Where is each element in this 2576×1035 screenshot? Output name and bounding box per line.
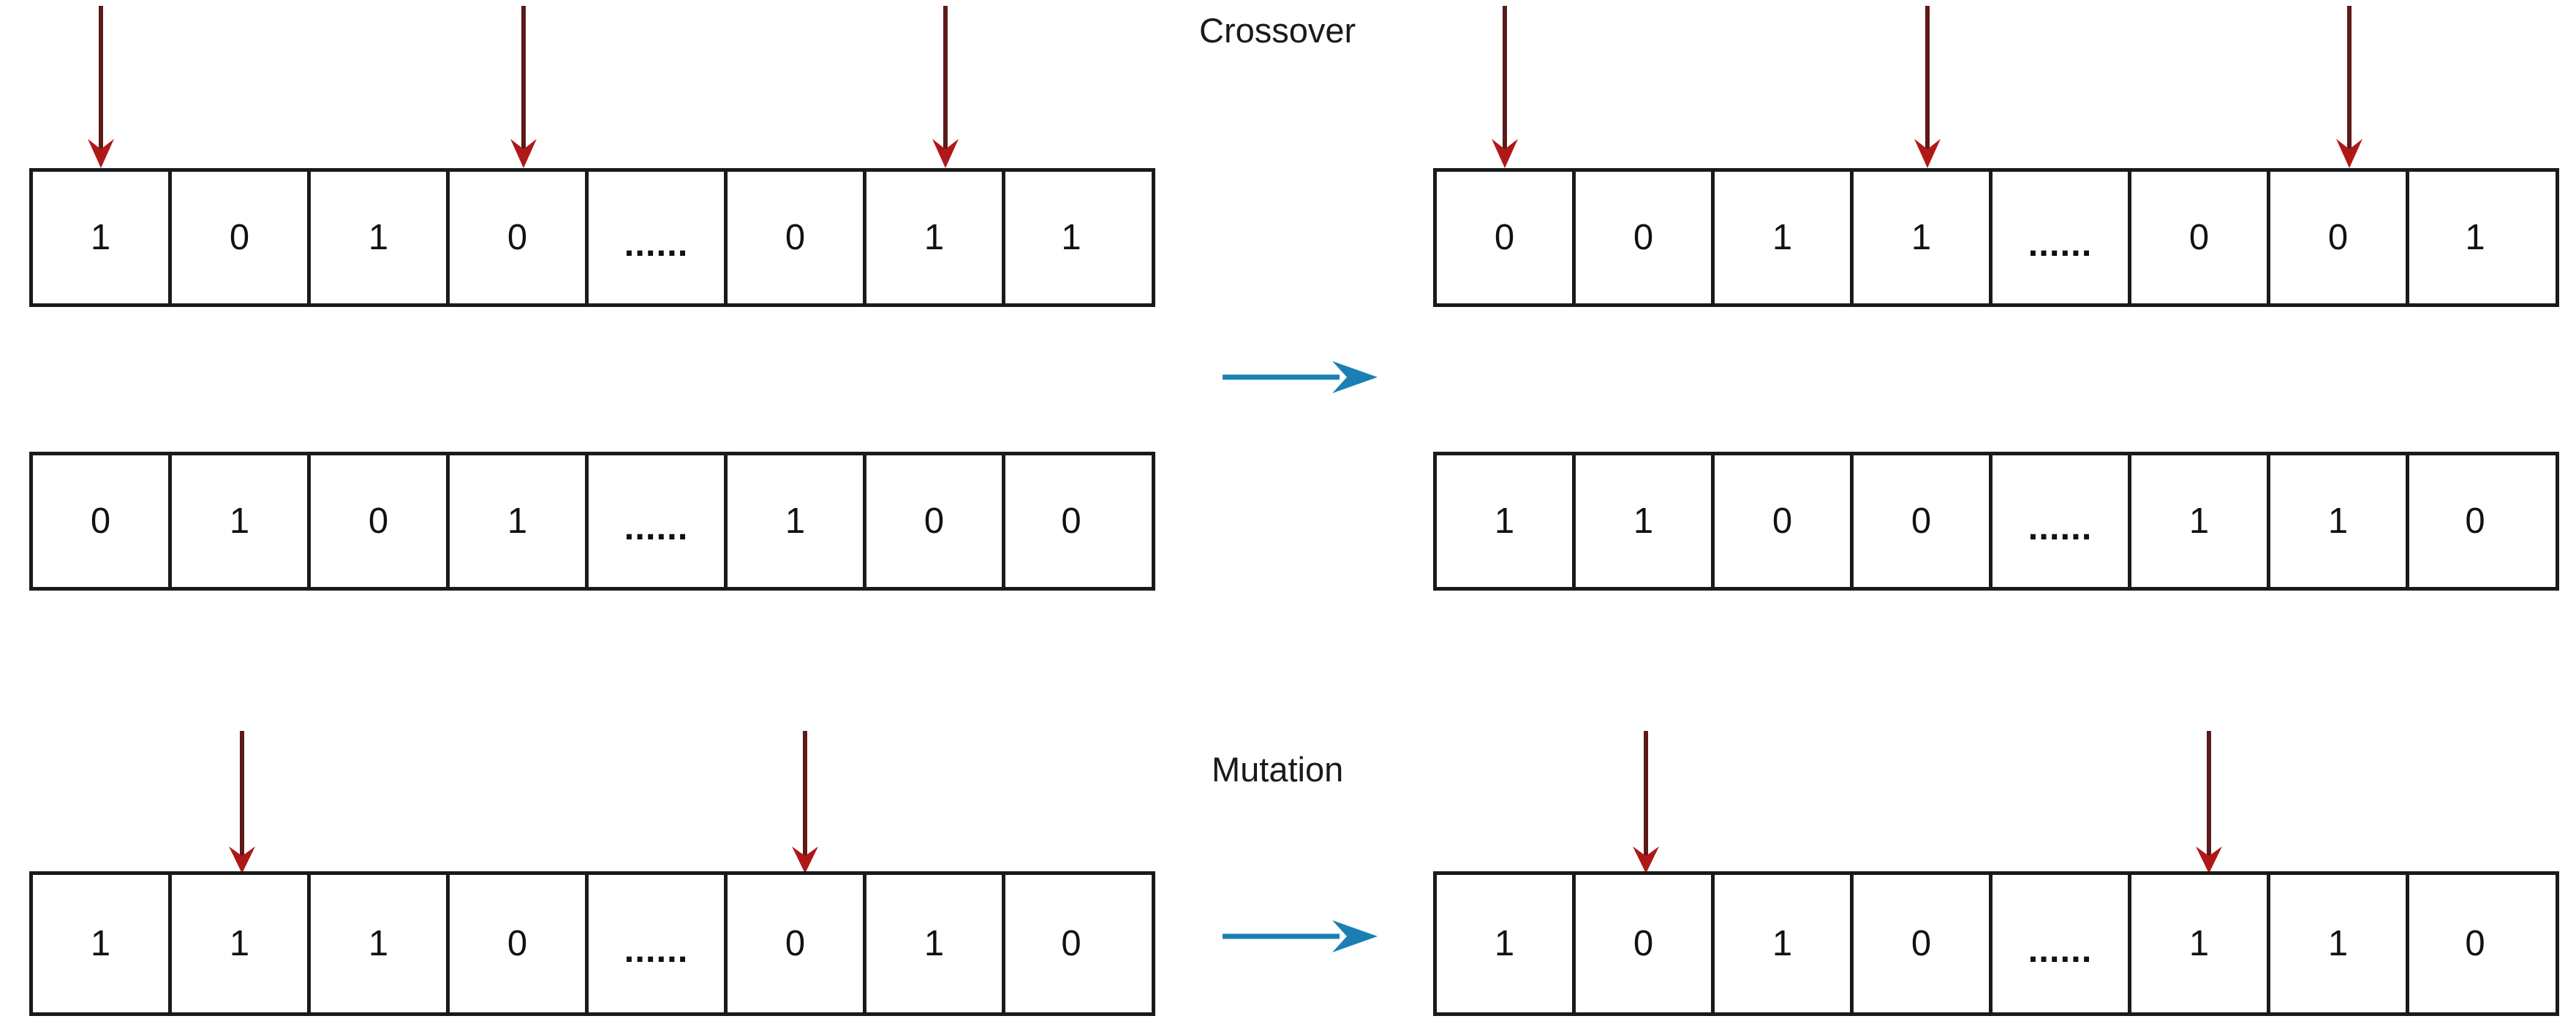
gene-cell: 0 [1854,455,1993,587]
crossover-child1-marker-arrow-1 [1488,6,1522,168]
gene-cell: 0 [1437,172,1576,303]
gene-ellipsis-cell: ...... [1993,455,2131,587]
gene-cell: 0 [450,172,589,303]
gene-cell: 1 [1715,172,1854,303]
gene-cell: 1 [2131,455,2270,587]
gene-cell: 1 [2270,455,2409,587]
gene-cell: 1 [311,875,450,1012]
gene-cell: 0 [728,875,866,1012]
gene-cell: 1 [866,875,1005,1012]
mutation-output-chromosome: 1 0 1 0 ...... 1 1 0 [1433,871,2559,1016]
gene-cell: 1 [728,455,866,587]
gene-cell: 1 [2465,217,2485,257]
gene-cell: 1 [1854,172,1993,303]
crossover-parent1-marker-arrow-2 [507,6,540,168]
gene-cell: 1 [33,172,172,303]
gene-cell: 0 [728,172,866,303]
gene-cell: 0 [1854,875,1993,1012]
gene-cell: 0 [866,455,1005,587]
mutation-input-chromosome: 1 1 1 0 ...... 0 1 0 [29,871,1155,1016]
gene-cell: 0 [311,455,450,587]
gene-cell: 0 [1061,501,1081,541]
gene-cell: 1 [2270,875,2409,1012]
gene-cell: 1 [1437,875,1576,1012]
gene-cell: 0 [1576,172,1715,303]
gene-cell: 1 [1715,875,1854,1012]
gene-cell: 1 [2131,875,2270,1012]
mutation-output-marker-arrow-1 [1629,731,1663,873]
crossover-child-2-chromosome: 1 1 0 0 ...... 1 1 0 [1433,452,2559,591]
mutation-output-marker-arrow-2 [2192,731,2226,873]
crossover-child-1-chromosome: 0 0 1 1 ...... 0 0 1 [1433,168,2559,307]
gene-ellipsis-cell: ...... [589,172,728,303]
gene-cell: 0 [1061,923,1081,963]
gene-cell: 0 [2131,172,2270,303]
gene-cell: 0 [2270,172,2409,303]
crossover-transition-arrow [1223,358,1383,396]
gene-ellipsis-cell: ...... [589,875,728,1012]
mutation-transition-arrow [1223,917,1383,955]
gene-cell: 1 [33,875,172,1012]
gene-cell: 0 [2465,501,2485,541]
gene-cell: 1 [311,172,450,303]
gene-cell: 0 [450,875,589,1012]
mutation-label: Mutation [1212,750,1344,789]
crossover-parent-1-chromosome: 1 0 1 0 ...... 0 1 1 [29,168,1155,307]
mutation-input-marker-arrow-2 [788,731,822,873]
gene-cell: 1 [172,455,311,587]
gene-cell: 1 [1437,455,1576,587]
gene-cell: 0 [2465,923,2485,963]
gene-cell: 0 [1576,875,1715,1012]
gene-cell: 0 [33,455,172,587]
gene-cell: 0 [1715,455,1854,587]
gene-cell: 0 [172,172,311,303]
gene-ellipsis-cell: ...... [1993,172,2131,303]
crossover-child1-marker-arrow-3 [2333,6,2366,168]
gene-cell: 1 [172,875,311,1012]
crossover-parent1-marker-arrow-3 [929,6,962,168]
gene-ellipsis-cell: ...... [1993,875,2131,1012]
gene-ellipsis-cell: ...... [589,455,728,587]
gene-cell: 1 [450,455,589,587]
crossover-label: Crossover [1199,11,1356,50]
crossover-child1-marker-arrow-2 [1911,6,1944,168]
mutation-input-marker-arrow-1 [225,731,259,873]
gene-cell: 1 [1576,455,1715,587]
crossover-parent1-marker-arrow-1 [84,6,118,168]
crossover-parent-2-chromosome: 0 1 0 1 ...... 1 0 0 [29,452,1155,591]
gene-cell: 1 [866,172,1005,303]
gene-cell: 1 [1061,217,1081,257]
